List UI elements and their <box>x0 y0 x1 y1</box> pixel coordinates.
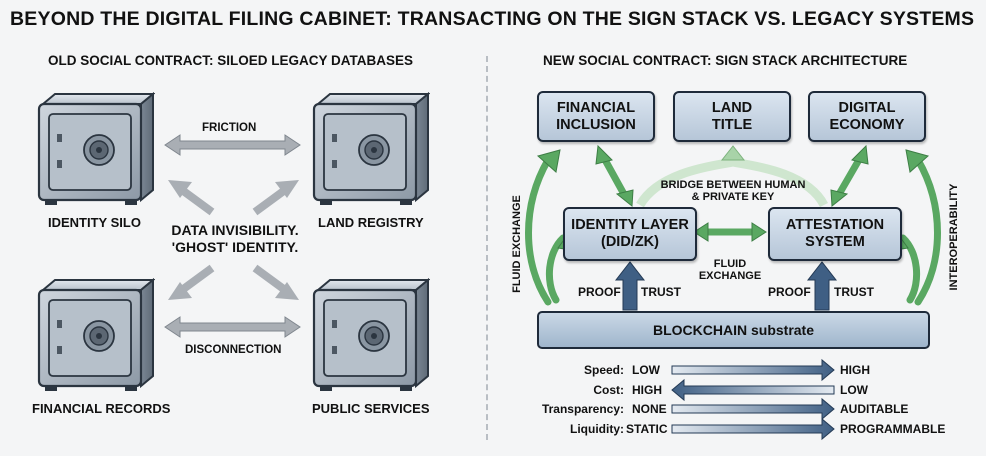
disconnection-arrow <box>164 316 301 338</box>
public-services-safe-icon <box>312 278 430 393</box>
metric-transparency-name: Transparency: <box>541 402 624 416</box>
center-caption: DATA INVISIBILITY. 'GHOST' IDENTITY. <box>160 222 310 256</box>
bridge-line1: BRIDGE BETWEEN HUMAN <box>660 179 806 191</box>
metric-speed-name: Speed: <box>583 363 624 377</box>
fluid-mid-line1: FLUID <box>713 258 747 270</box>
friction-arrow <box>164 134 301 156</box>
page-title: BEYOND THE DIGITAL FILING CABINET: TRANS… <box>10 8 975 30</box>
attestation-line1: ATTESTATION <box>785 217 885 233</box>
identity-layer-line1: IDENTITY LAYER <box>571 217 689 233</box>
digital-economy-line1: DIGITAL <box>838 99 896 116</box>
metric-speed-from: LOW <box>632 363 660 377</box>
center-caption-line2: 'GHOST' IDENTITY. <box>171 239 299 255</box>
land-registry-label: LAND REGISTRY <box>318 215 424 230</box>
center-caption-line1: DATA INVISIBILITY. <box>171 222 299 238</box>
public-services-label: PUBLIC SERVICES <box>312 401 430 416</box>
land-registry-safe-icon <box>312 92 430 207</box>
financial-safe-icon <box>37 278 155 393</box>
bridge-line2: & PRIVATE KEY <box>691 191 775 203</box>
metric-speed-to: HIGH <box>840 363 870 377</box>
land-title-line1: LAND <box>711 99 753 116</box>
left-section-heading: OLD SOCIAL CONTRACT: SILOED LEGACY DATAB… <box>48 53 414 68</box>
fluid-exchange-mid-label: FLUID EXCHANGE <box>695 258 765 282</box>
identity-layer-box: IDENTITY LAYER(DID/ZK) <box>563 207 697 261</box>
financial-inclusion-line1: FINANCIAL <box>556 99 636 116</box>
identity-safe-icon <box>37 92 155 207</box>
financial-records-label: FINANCIAL RECORDS <box>32 401 171 416</box>
attestation-line2: SYSTEM <box>805 234 865 250</box>
section-divider <box>486 56 488 440</box>
identity-silo-label: IDENTITY SILO <box>48 215 141 230</box>
identity-layer-line2: (DID/ZK) <box>600 234 659 250</box>
metric-cost-to: LOW <box>840 383 868 397</box>
interoperability-label: INTEROPERABILITY <box>948 183 960 291</box>
proof-label-1: PROOF <box>578 285 621 299</box>
financial-inclusion-line2: INCLUSION <box>556 116 636 133</box>
fluid-mid-line2: EXCHANGE <box>698 270 762 282</box>
metric-liquidity-name: Liquidity: <box>570 422 624 436</box>
disconnection-label: DISCONNECTION <box>185 344 282 356</box>
trust-label-2: TRUST <box>834 285 874 299</box>
metric-cost-name: Cost: <box>593 383 624 397</box>
trust-label-1: TRUST <box>641 285 681 299</box>
friction-label: FRICTION <box>202 122 257 134</box>
proof-label-2: PROOF <box>768 285 811 299</box>
metric-cost-from: HIGH <box>632 383 662 397</box>
right-section-heading: NEW SOCIAL CONTRACT: SIGN STACK ARCHITEC… <box>543 53 908 68</box>
fluid-exchange-side-label: FLUID EXCHANGE <box>511 195 523 293</box>
metric-liquidity-to: PROGRAMMABLE <box>840 422 946 436</box>
land-title-line2: TITLE <box>711 116 753 133</box>
digital-economy-line2: ECONOMY <box>829 116 905 133</box>
metric-transparency-to: AUDITABLE <box>840 402 909 416</box>
metric-liquidity-from: STATIC <box>626 422 668 436</box>
metric-transparency-from: NONE <box>632 402 667 416</box>
metric-arrows <box>671 358 835 441</box>
bridge-label: BRIDGE BETWEEN HUMAN & PRIVATE KEY <box>658 179 808 203</box>
blockchain-substrate-bar: BLOCKCHAIN substrate <box>537 311 930 349</box>
